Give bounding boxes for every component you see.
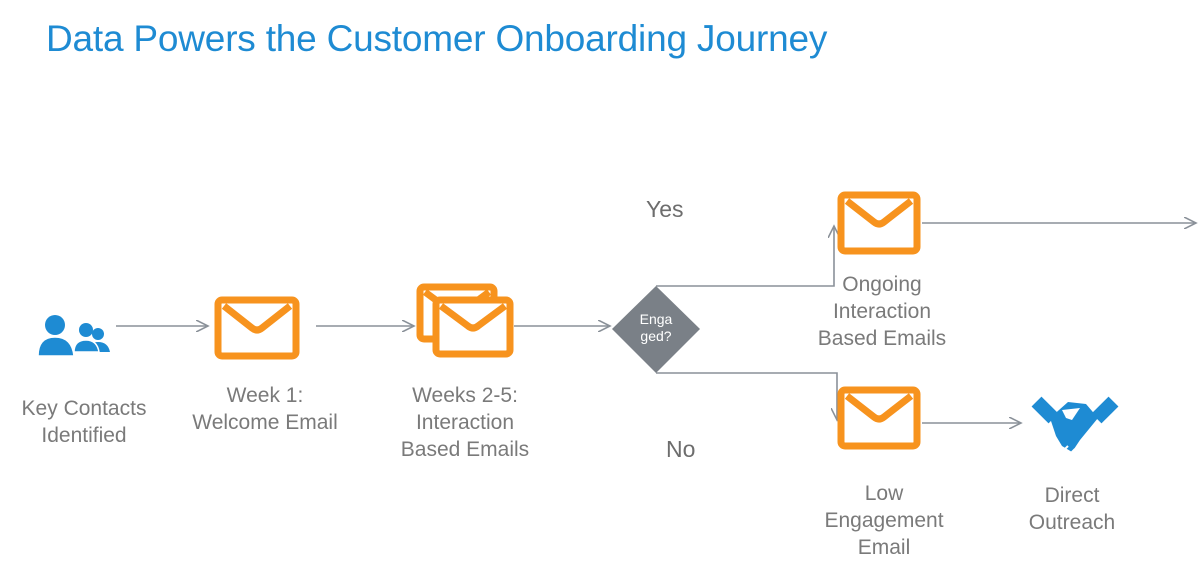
decision-diamond — [612, 286, 700, 373]
connectors — [116, 223, 1196, 423]
branch-no-label: No — [666, 436, 696, 462]
label-line: Interaction — [832, 300, 932, 323]
label-line: Direct — [1044, 484, 1100, 507]
label-line: Low — [864, 482, 904, 505]
decision-label: Enga ged? — [626, 311, 686, 345]
label-line: Engagement — [824, 509, 944, 532]
email-icon-ongoing — [837, 191, 921, 255]
stacked-email-icon — [416, 283, 514, 358]
connector-no-branch — [656, 372, 837, 420]
decision-label-line: ged? — [640, 328, 672, 344]
connector-yes-branch — [656, 226, 834, 287]
label-line: Interaction — [415, 411, 515, 434]
week1-label: Week 1: Welcome Email — [180, 382, 350, 436]
label-line: Based Emails — [400, 438, 530, 461]
email-icon-low-engagement — [837, 386, 921, 450]
key-contacts-label: Key Contacts Identified — [4, 395, 164, 449]
label-line: Weeks 2-5: — [412, 384, 518, 407]
label-line: Based Emails — [817, 327, 947, 350]
label-line: Welcome Email — [192, 411, 338, 434]
label-line: Key Contacts — [21, 397, 147, 420]
page-title: Data Powers the Customer Onboarding Jour… — [46, 18, 828, 59]
email-icon-week1 — [214, 296, 300, 360]
label-line: Ongoing — [842, 273, 922, 296]
weeks2-5-label: Weeks 2-5: Interaction Based Emails — [385, 382, 545, 463]
people-icon — [37, 315, 110, 357]
low-engagement-label: Low Engagement Email — [804, 480, 964, 561]
branch-yes-label: Yes — [646, 196, 684, 222]
label-line: Email — [857, 536, 911, 559]
handshake-icon — [1031, 396, 1119, 455]
decision-label-line: Enga — [639, 311, 673, 327]
label-line: Week 1: — [226, 384, 304, 407]
label-line: Identified — [41, 424, 127, 447]
label-line: Outreach — [1028, 511, 1116, 534]
direct-outreach-label: Direct Outreach — [1000, 482, 1144, 536]
ongoing-label: Ongoing Interaction Based Emails — [800, 271, 964, 352]
